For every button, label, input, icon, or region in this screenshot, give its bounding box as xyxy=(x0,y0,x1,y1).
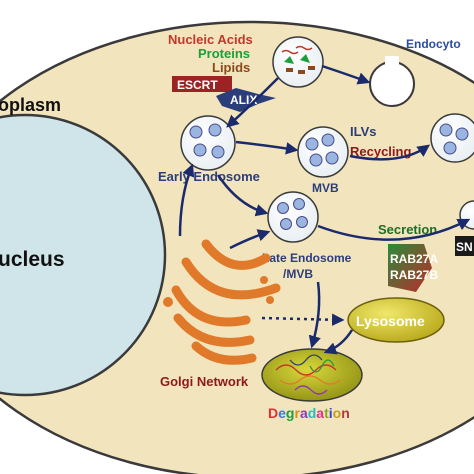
mvb-top xyxy=(297,126,349,178)
lysosome-label: Lysosome xyxy=(356,313,425,329)
late-endosome xyxy=(267,191,319,243)
sn-label: SN xyxy=(456,240,473,254)
early-endosome-label: Early Endosome xyxy=(158,169,260,184)
degradation-letter: i xyxy=(329,405,333,421)
degradation-letter: e xyxy=(278,405,286,421)
degradation-letter: a xyxy=(316,405,324,421)
arrow-early-to-late xyxy=(216,174,269,217)
nucleus xyxy=(0,113,167,397)
degradation-letter: a xyxy=(300,405,308,421)
recycling-label: Recycling xyxy=(350,144,411,159)
early-endosome xyxy=(180,115,236,171)
rab27a-label: RAB27A xyxy=(390,252,438,266)
rab27-box xyxy=(388,244,432,292)
degradation-letter: d xyxy=(308,405,317,421)
golgi-label: Golgi Network xyxy=(160,374,249,389)
degradation-body xyxy=(261,348,363,402)
arrow-golgi-to-early xyxy=(178,163,195,237)
snare-box xyxy=(455,236,474,256)
escrt-label: ESCRT xyxy=(177,78,218,92)
nucleus-label: ucleus xyxy=(0,248,65,271)
arrow-early-to-mvb xyxy=(235,140,299,155)
late-endosome-label: Late Endosome xyxy=(262,251,352,265)
endocytosis-opening xyxy=(385,56,399,70)
arrow-golgi-to-late xyxy=(229,229,271,250)
degradation-letter: g xyxy=(286,405,295,421)
degradation-letter: r xyxy=(294,405,300,421)
degradation-letter: n xyxy=(341,405,350,421)
secretion-label: Secretion xyxy=(378,222,437,237)
rab27b-label: RAB27B xyxy=(390,268,438,282)
arrow-lysosome-to-degradation xyxy=(323,329,354,355)
degradation-letter: D xyxy=(268,405,278,421)
endocytosis-label: Endocyto xyxy=(406,37,461,51)
alix-badge xyxy=(216,88,276,112)
degradation-label: Degradation xyxy=(268,405,350,421)
nucleic-acids-label: Nucleic Acids xyxy=(168,32,253,47)
lysosome xyxy=(347,297,445,343)
arrow-mvb-to-recycling xyxy=(349,144,431,161)
pathway-arrows xyxy=(178,64,471,355)
golgi-network xyxy=(163,239,281,365)
proteins-label: Proteins xyxy=(198,46,250,61)
ilvs-label: ILVs xyxy=(350,124,377,139)
lipids-label: Lipids xyxy=(212,60,250,75)
recycling-vesicle xyxy=(430,113,474,163)
arrow-late-to-degradation xyxy=(308,281,321,349)
degradation-letter: o xyxy=(333,405,342,421)
degradation-letter: t xyxy=(324,405,329,421)
cytoplasm-label: oplasm xyxy=(0,95,61,115)
arrow-cargo-to-early-endosome xyxy=(226,77,279,128)
alix-label: ALIX xyxy=(230,93,257,107)
cargo-vesicle xyxy=(272,36,324,88)
arrow-cargo-to-endocytosis xyxy=(321,64,371,85)
late-endosome-label-mvb: /MVB xyxy=(283,267,313,281)
escrt-box xyxy=(172,76,232,92)
mvb-label: MVB xyxy=(312,181,339,195)
cell-membrane xyxy=(0,20,474,474)
arrow-late-to-secretion xyxy=(317,218,471,241)
